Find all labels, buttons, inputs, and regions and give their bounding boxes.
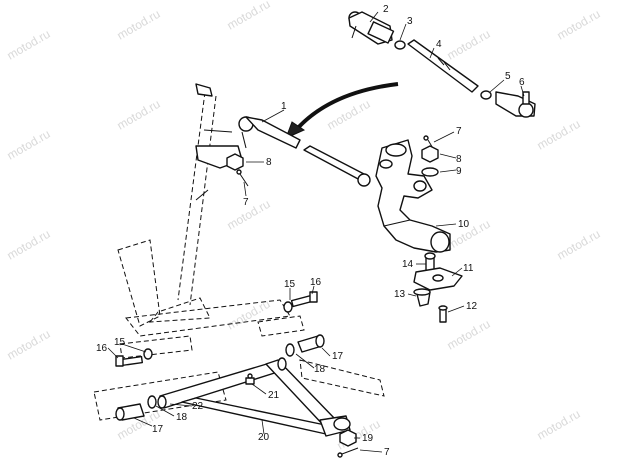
cotter-pin-7-left [236, 169, 249, 187]
watermark: motod.ru [115, 7, 163, 43]
callout-19: 19 [362, 433, 374, 444]
nut-19 [339, 429, 357, 447]
frame-section [93, 239, 385, 421]
cotter-pin-7-bottom [337, 447, 359, 458]
watermark: motod.ru [445, 27, 493, 63]
callout-7-right: 7 [456, 126, 462, 137]
assembly-arrow [285, 82, 399, 139]
callout-17-right: 17 [332, 351, 344, 362]
callout-17-left: 17 [152, 424, 164, 435]
jam-nut-5 [480, 90, 492, 100]
callout-13: 13 [394, 289, 406, 300]
callout-20: 20 [258, 432, 270, 443]
washer-15-left [143, 348, 153, 360]
watermark: motod.ru [5, 127, 53, 163]
callout-12: 12 [466, 301, 478, 312]
watermark: motod.ru [555, 7, 603, 43]
callout-labels: 2 3 4 5 6 1 7 8 9 8 7 10 14 11 13 12 15 … [96, 4, 525, 458]
watermark: motod.ru [225, 0, 273, 33]
callout-10: 10 [458, 219, 470, 230]
watermark: motod.ru [555, 227, 603, 263]
callout-1: 1 [281, 101, 287, 112]
callout-21: 21 [268, 390, 280, 401]
callout-16-upper: 16 [310, 277, 322, 288]
bushing-17-left [115, 403, 145, 421]
nut-8-left [226, 153, 244, 171]
tie-rod-4 [407, 39, 479, 93]
callout-11: 11 [463, 263, 474, 274]
washer-9 [421, 167, 439, 177]
bolt-14 [424, 252, 436, 273]
callout-14: 14 [402, 259, 414, 270]
callout-4: 4 [436, 39, 442, 50]
callout-16-left: 16 [96, 343, 108, 354]
bolt-16-upper [290, 291, 318, 308]
callout-7-left: 7 [243, 197, 249, 208]
washer-18-right [285, 343, 295, 357]
nut-8-right [421, 145, 439, 163]
callout-15-left: 15 [114, 337, 126, 348]
grease-fitting-21 [245, 373, 255, 385]
leader-lines [107, 11, 525, 453]
bushing-17-right [297, 334, 325, 353]
bolt-12 [438, 305, 448, 323]
watermark: motod.ru [535, 117, 583, 153]
tie-rod-end-right [495, 91, 536, 118]
callout-22: 22 [192, 401, 204, 412]
washer-15-upper [283, 301, 293, 313]
a-arm [157, 357, 351, 437]
watermark: motod.ru [5, 227, 53, 263]
callout-7-bottom: 7 [384, 447, 390, 458]
bolt-16-left [115, 355, 144, 367]
washer-18-left [147, 395, 157, 409]
callout-2: 2 [383, 4, 389, 15]
callout-8-right: 8 [456, 154, 462, 165]
callout-15-upper: 15 [284, 279, 296, 290]
jam-nut-3 [394, 40, 406, 50]
watermark: motod.ru [115, 97, 163, 133]
tie-rod-end-left [348, 11, 395, 45]
callout-18-left: 18 [176, 412, 188, 423]
watermark: motod.ru [535, 407, 583, 443]
callout-18-right: 18 [314, 364, 326, 375]
watermark: motod.ru [5, 27, 53, 63]
watermark-layer: motod.ru motod.ru motod.ru motod.ru moto… [5, 0, 603, 453]
callout-6: 6 [519, 77, 525, 88]
steering-post [177, 83, 243, 306]
tie-rod-1 [238, 116, 371, 187]
watermark: motod.ru [445, 317, 493, 353]
callout-8-left: 8 [266, 157, 272, 168]
callout-5: 5 [505, 71, 511, 82]
callout-3: 3 [407, 16, 413, 27]
spindle [375, 139, 451, 253]
ball-joint-13 [413, 288, 431, 307]
callout-9: 9 [456, 166, 462, 177]
watermark: motod.ru [5, 327, 53, 363]
ball-joint-plate-11 [413, 267, 463, 291]
